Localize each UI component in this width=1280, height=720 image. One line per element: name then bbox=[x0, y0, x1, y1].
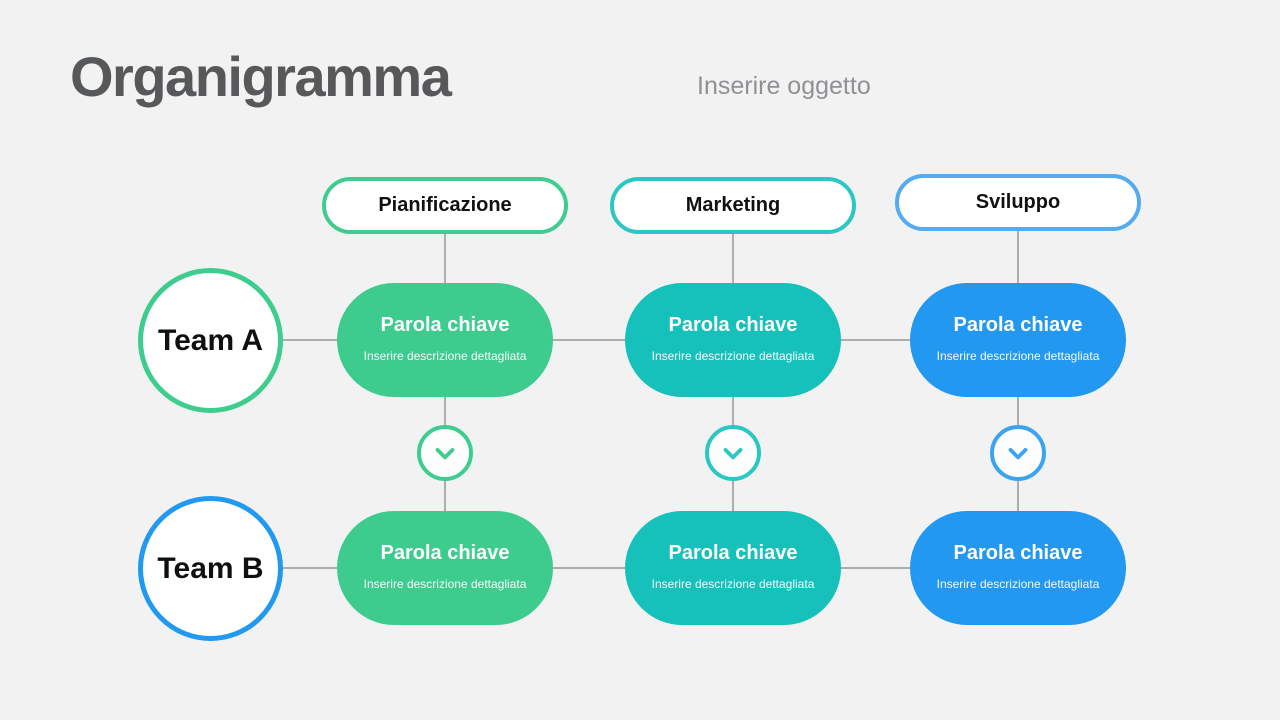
node-description: Inserire descrizione dettagliata bbox=[363, 348, 527, 363]
column-header-marketing[interactable]: Marketing bbox=[610, 177, 856, 234]
team-b-label: Team B bbox=[157, 551, 264, 585]
node-team-b-sviluppo[interactable]: Parola chiave Inserire descrizione detta… bbox=[910, 511, 1126, 625]
chevron-connector-pianificazione[interactable] bbox=[417, 425, 473, 481]
node-title: Parola chiave bbox=[380, 313, 510, 336]
page-subtitle: Inserire oggetto bbox=[697, 72, 871, 100]
page-title: Organigramma bbox=[70, 45, 452, 108]
column-header-sviluppo[interactable]: Sviluppo bbox=[895, 174, 1141, 231]
team-b-circle[interactable]: Team B bbox=[138, 496, 283, 641]
chevron-connector-sviluppo[interactable] bbox=[990, 425, 1046, 481]
node-title: Parola chiave bbox=[953, 313, 1083, 336]
node-team-a-pianificazione[interactable]: Parola chiave Inserire descrizione detta… bbox=[337, 283, 553, 397]
node-description: Inserire descrizione dettagliata bbox=[936, 576, 1100, 591]
node-team-b-pianificazione[interactable]: Parola chiave Inserire descrizione detta… bbox=[337, 511, 553, 625]
node-title: Parola chiave bbox=[953, 541, 1083, 564]
node-title: Parola chiave bbox=[668, 541, 798, 564]
node-description: Inserire descrizione dettagliata bbox=[363, 576, 527, 591]
chevron-connector-marketing[interactable] bbox=[705, 425, 761, 481]
chevron-down-icon bbox=[430, 438, 460, 468]
team-a-circle[interactable]: Team A bbox=[138, 268, 283, 413]
node-description: Inserire descrizione dettagliata bbox=[651, 348, 815, 363]
column-header-label: Marketing bbox=[685, 194, 781, 216]
chevron-down-icon bbox=[1003, 438, 1033, 468]
connector-col1-header bbox=[444, 233, 446, 283]
node-title: Parola chiave bbox=[380, 541, 510, 564]
node-description: Inserire descrizione dettagliata bbox=[651, 576, 815, 591]
node-description: Inserire descrizione dettagliata bbox=[936, 348, 1100, 363]
connector-col3-header bbox=[1017, 230, 1019, 283]
node-team-a-sviluppo[interactable]: Parola chiave Inserire descrizione detta… bbox=[910, 283, 1126, 397]
chevron-down-icon bbox=[718, 438, 748, 468]
team-a-label: Team A bbox=[157, 323, 264, 357]
node-team-b-marketing[interactable]: Parola chiave Inserire descrizione detta… bbox=[625, 511, 841, 625]
connector-col2-header bbox=[732, 233, 734, 283]
column-header-label: Sviluppo bbox=[975, 191, 1061, 213]
node-team-a-marketing[interactable]: Parola chiave Inserire descrizione detta… bbox=[625, 283, 841, 397]
column-header-pianificazione[interactable]: Pianificazione bbox=[322, 177, 568, 234]
column-header-label: Pianificazione bbox=[378, 194, 512, 216]
node-title: Parola chiave bbox=[668, 313, 798, 336]
